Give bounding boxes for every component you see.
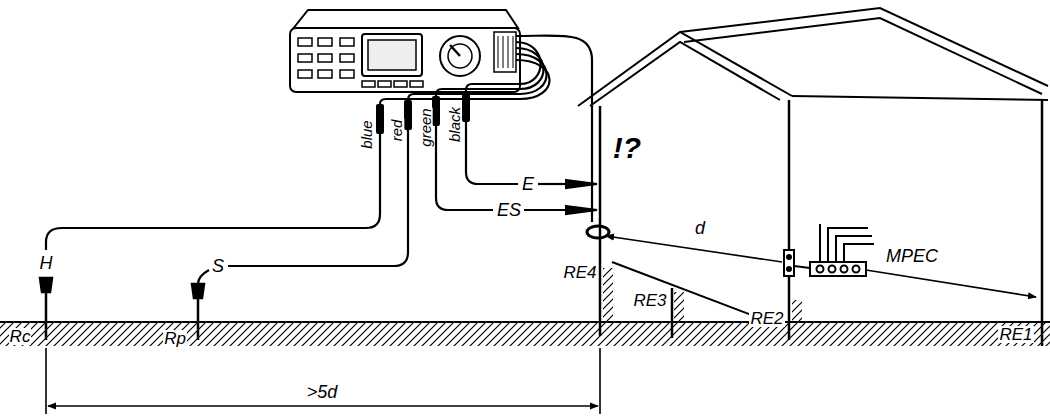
resistance-label: RE2: [749, 310, 784, 327]
socket-panel: [494, 32, 516, 72]
terminal-bar: [810, 262, 866, 276]
ground-line: [0, 321, 1050, 323]
soil-hatch: [0, 322, 1050, 346]
resistance-label: RE1: [998, 326, 1033, 343]
bonding-wires: [820, 224, 874, 262]
earth-rod: [788, 276, 791, 340]
probe-clip: [40, 278, 52, 292]
terminal: [817, 266, 824, 273]
button: [298, 38, 312, 46]
rod-soil: [792, 300, 802, 322]
tester-front: [290, 28, 520, 92]
down-conductor: [1041, 100, 1044, 346]
button: [298, 70, 312, 78]
button: [340, 54, 354, 62]
wire-colour: red: [390, 118, 405, 142]
resistance-label: Rp: [163, 330, 187, 347]
terminal-name: ES: [496, 201, 522, 219]
croc-clip: [566, 180, 597, 188]
test-joint: [784, 250, 794, 276]
s-lead: [198, 270, 209, 284]
roof-edge: [578, 32, 792, 106]
extension-line: [599, 348, 601, 414]
terminal: [853, 266, 860, 273]
button: [318, 38, 332, 46]
mpec-arrow: [866, 270, 1036, 297]
joint-screw: [787, 267, 791, 271]
probe-clip: [192, 284, 204, 298]
black-plug: [462, 92, 470, 122]
roof-eave: [792, 96, 1048, 100]
button: [340, 38, 354, 46]
earth-tester: [290, 10, 520, 92]
potential-probe: [197, 298, 200, 340]
button: [340, 70, 354, 78]
button: [378, 81, 391, 87]
terminal-name: H: [39, 254, 54, 272]
roof-edge: [590, 42, 780, 106]
terminal: [841, 266, 848, 273]
test-leads: [46, 36, 592, 284]
dimension-label: >5d: [306, 383, 339, 401]
green-plug: [432, 96, 440, 126]
resistance-label: Rc: [9, 328, 32, 345]
tester-display: [362, 34, 422, 76]
distance-arrow: [606, 236, 782, 262]
wire-colour: green: [418, 107, 433, 147]
button: [298, 54, 312, 62]
terminal-name: S: [211, 257, 225, 275]
blue-plug: [376, 104, 384, 134]
display-glass: [368, 40, 416, 70]
part-name: MPEC: [885, 247, 939, 265]
roof-edge: [684, 18, 1042, 94]
wire-colour: blue: [358, 119, 373, 149]
button: [362, 81, 375, 87]
dimensions: [46, 236, 1036, 414]
building: [578, 8, 1048, 346]
clamp-lead: [516, 36, 592, 222]
distance-label: d: [694, 219, 706, 237]
earth-rod: [671, 288, 674, 338]
resistance-label: RE3: [632, 292, 667, 309]
current-probe: [45, 292, 48, 340]
bonding-wire: [794, 266, 810, 268]
knob-pointer: [450, 45, 460, 56]
current-clamp: [587, 226, 609, 238]
button: [318, 70, 332, 78]
e-lead: [538, 183, 566, 185]
rotary-switch: [440, 36, 480, 76]
terminal: [829, 266, 836, 273]
button: [318, 54, 332, 62]
socket-slots: [498, 36, 513, 68]
down-conductor: [788, 100, 791, 250]
button: [410, 81, 423, 87]
blue-lead: [46, 134, 380, 250]
rod-soil: [603, 268, 613, 322]
red-plug: [404, 100, 412, 130]
rotary-knob: [448, 44, 472, 68]
croc-clip: [566, 206, 597, 214]
warning-mark: !?: [612, 133, 642, 163]
joint-screw: [787, 255, 791, 259]
down-conductor: [599, 106, 602, 336]
resistance-label: RE4: [562, 264, 597, 281]
green-lead: [436, 126, 493, 210]
wall-base: [612, 262, 770, 322]
dimension-line: [48, 405, 598, 407]
es-lead: [524, 209, 566, 211]
wire-colour: black: [448, 105, 463, 142]
terminal-name: E: [521, 175, 535, 193]
rod-soil: [674, 292, 684, 322]
black-lead: [466, 122, 518, 184]
clamps: [566, 180, 609, 238]
extension-line: [45, 348, 47, 414]
button: [394, 81, 407, 87]
